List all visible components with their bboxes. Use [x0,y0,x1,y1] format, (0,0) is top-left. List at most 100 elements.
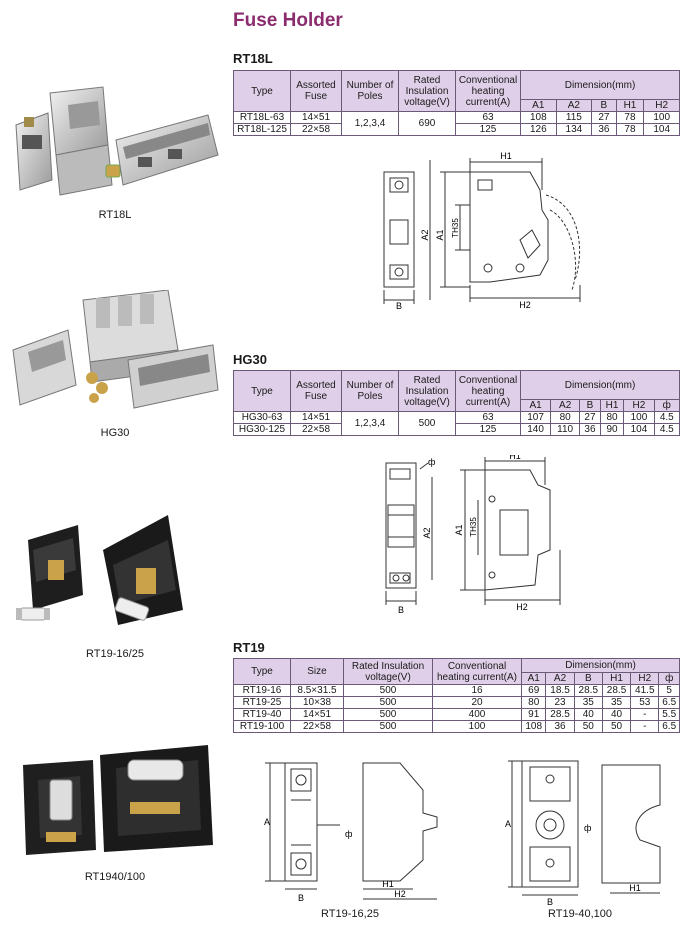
cell-h1: 78 [615,123,645,136]
cell-size: 8.5×31.5 [290,684,344,697]
cell-phi: 6.5 [658,720,680,733]
header-dimension: Dimension(mm) [521,658,680,673]
header-type: Type [233,370,291,412]
rt19-spec-table: Type Size Rated Insulation voltage(V) Co… [233,658,680,733]
table-row: RT19-25 10×38 500 20 80 23 35 35 53 6.5 [233,696,680,709]
header-phi: ф [653,399,681,412]
header-b: B [591,99,617,112]
header-fuse: Assorted Fuse [290,370,342,412]
table-row: RT19-16 8.5×31.5 500 16 69 18.5 28.5 28.… [233,684,680,697]
label-h2: H2 [519,300,531,310]
cell-h2: 104 [623,423,655,436]
product-caption: RT19-16/25 [86,648,144,660]
rt19-16-25-photo-icon [16,515,183,625]
header-h2: H2 [623,399,655,412]
cell-a1: 108 [520,720,547,733]
header-poles: Number of Poles [341,70,399,112]
cell-h2: 104 [643,123,680,136]
header-a2: A2 [555,99,593,112]
cell-current: 63 [455,411,521,424]
label-a1: A1 [435,229,445,240]
cell-a2: 28.5 [545,708,575,721]
label-a2: A2 [422,527,432,538]
cell-phi: 5.5 [658,708,680,721]
cell-h2: - [630,708,660,721]
label-phi: ф [584,823,592,833]
header-dimension: Dimension(mm) [520,370,680,400]
header-current: Conventional heating current(A) [455,370,521,412]
cell-size: 22×58 [290,720,344,733]
cell-voltage: 500 [343,720,433,733]
rt18l-photo-icon [15,86,219,196]
section-heading: RT19 [233,640,265,655]
cell-h2: 100 [623,411,655,424]
cell-current: 16 [432,684,522,697]
table-row: RT18L-125 22×58 125 126 134 36 78 104 [233,123,680,136]
cell-h1: 50 [601,720,632,733]
cell-a2: 36 [545,720,575,733]
product-caption: RT18L [98,209,132,221]
label-h1: H1 [382,879,394,889]
rt19-40-100-dimension-drawing: A B ф H1 [505,760,661,905]
cell-current: 63 [455,111,521,124]
cell-voltage: 500 [343,696,433,709]
cell-phi: 4.5 [653,411,681,424]
section-heading: HG30 [233,352,267,367]
cell-current: 20 [432,696,522,709]
label-b: B [547,897,553,905]
cell-type: HG30-125 [233,423,291,436]
cell-fuse: 14×51 [290,411,342,424]
diagram-caption: RT19-16,25 [321,908,379,920]
cell-h2: 41.5 [630,684,660,697]
header-voltage: Rated Insulation voltage(V) [343,658,433,685]
header-current: Conventional heating current(A) [432,658,522,685]
cell-a1: 69 [520,684,547,697]
header-h1: H1 [601,672,632,685]
product-caption: HG30 [100,427,130,439]
label-th35: TH35 [451,218,460,238]
cell-a1: 126 [520,123,557,136]
label-phi: ф [345,829,353,839]
cell-a1: 80 [520,696,547,709]
header-h2: H2 [630,672,660,685]
table-row: RT18L-63 14×51 1,2,3,4 690 63 108 115 27… [233,111,680,136]
cell-h2: 100 [643,111,680,124]
cell-b: 28.5 [573,684,603,697]
label-a2: A2 [420,229,430,240]
hg30-dimension-drawing: H1 H2 A1 A2 TH35 ф B [385,455,561,615]
hg30-photo-icon [12,290,219,409]
header-type: Type [233,70,291,112]
label-phi: ф [428,457,436,467]
header-current: Conventional heating current(A) [455,70,521,112]
label-b: B [298,893,304,903]
label-b: B [396,301,402,310]
label-h1: H1 [629,883,641,893]
header-b: B [579,399,601,412]
page-title: Fuse Holder [233,10,343,31]
cell-a1: 108 [520,111,557,124]
cell-fuse: 14×51 [290,111,342,124]
header-a1: A1 [519,399,552,412]
label-b: B [398,605,404,615]
table-row: RT19-40 14×51 500 400 91 28.5 40 40 - 5.… [233,708,680,721]
cell-current: 400 [432,708,522,721]
cell-voltage: 500 [398,411,456,436]
cell-type: RT19-100 [233,720,291,733]
header-a1: A1 [520,672,547,685]
cell-b: 36 [591,123,617,136]
cell-a2: 23 [545,696,575,709]
header-a1: A1 [520,99,557,112]
cell-h1: 90 [599,423,625,436]
section-heading: RT18L [233,51,273,66]
header-voltage: Rated Insulation voltage(V) [398,370,456,412]
cell-size: 14×51 [290,708,344,721]
cell-current: 125 [455,423,521,436]
cell-b: 36 [579,423,601,436]
cell-type: RT19-25 [233,696,291,709]
cell-a2: 110 [550,423,581,436]
rt19-16-25-dimension-drawing: A B ф H1 H2 [264,762,438,903]
cell-b: 27 [591,111,617,124]
table-row: HG30-63 14×51 1,2,3,4 500 63 107 80 27 8… [233,411,681,436]
cell-voltage: 500 [343,684,433,697]
cell-h1: 35 [601,696,632,709]
